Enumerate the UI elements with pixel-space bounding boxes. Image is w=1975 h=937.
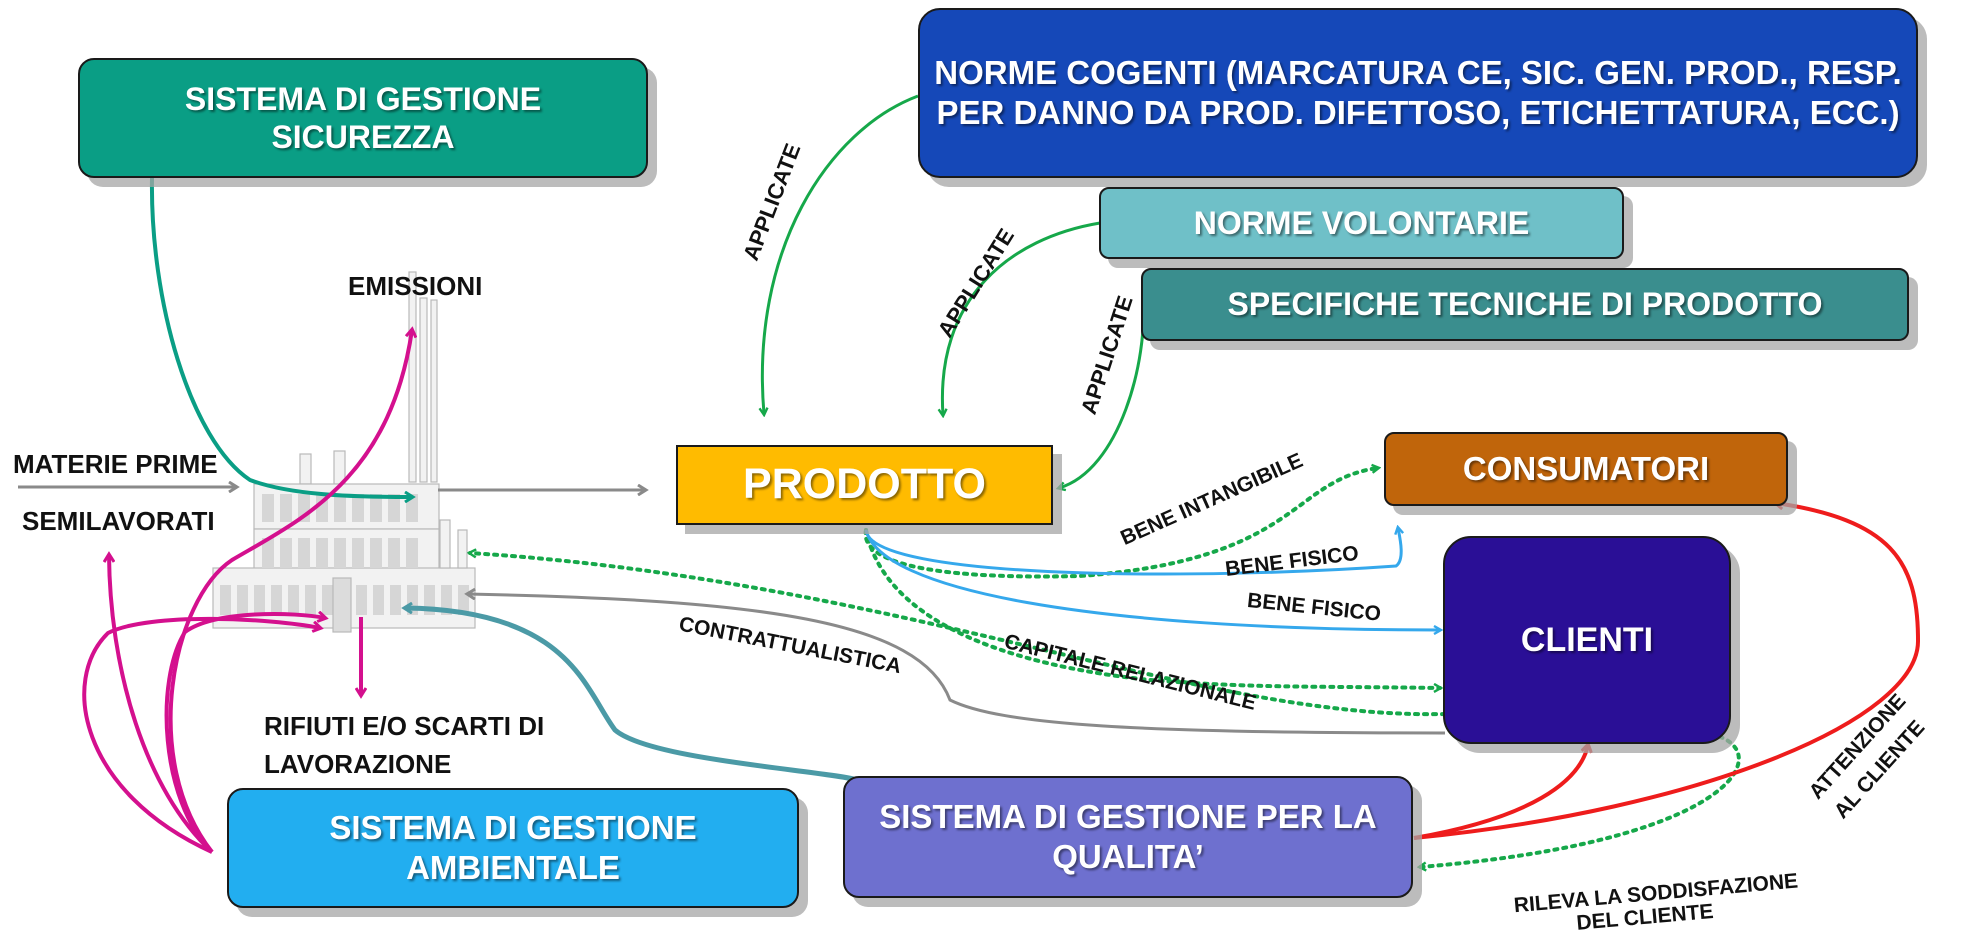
sgq-box: SISTEMA DI GESTIONE PER LA QUALITA’: [843, 776, 1413, 898]
prodotto-box: PRODOTTO: [676, 445, 1053, 525]
specifiche-box: SPECIFICHE TECNICHE DI PRODOTTO: [1141, 268, 1909, 341]
emissioni-label: EMISSIONI: [348, 271, 483, 301]
sga-box: SISTEMA DI GESTIONE AMBIENTALE: [227, 788, 799, 908]
norme-volontarie-box: NORME VOLONTARIE: [1099, 187, 1624, 259]
sgs-text: SISTEMA DI GESTIONE SICUREZZA: [184, 80, 542, 155]
bene-fisico-links: [864, 528, 1440, 630]
norme-volontarie-text: NORME VOLONTARIE: [1193, 204, 1530, 241]
factory-icon: [212, 271, 476, 633]
customer-focus-links: [1413, 503, 1921, 840]
contract-link: [468, 594, 1446, 735]
norme-cogenti-box: NORME COGENTI (MARCATURA CE, SIC. GEN. P…: [918, 8, 1918, 178]
sgs-box: SISTEMA DI GESTIONE SICUREZZA: [78, 58, 648, 178]
consumatori-box: CONSUMATORI: [1384, 432, 1788, 506]
consumatori-text: CONSUMATORI: [1462, 450, 1710, 488]
rifiuti-label-1: RIFIUTI E/O SCARTI DI: [264, 711, 545, 741]
semilavorati-label: SEMILAVORATI: [22, 506, 215, 536]
prodotto-text: PRODOTTO: [743, 460, 986, 509]
rifiuti-label-2: LAVORAZIONE: [264, 749, 452, 779]
sgq-text: SISTEMA DI GESTIONE PER LA QUALITA’: [879, 798, 1377, 875]
quality-link: [405, 608, 859, 783]
norme-cogenti-text: NORME COGENTI (MARCATURA CE, SIC. GEN. P…: [934, 54, 1902, 131]
sga-text: SISTEMA DI GESTIONE AMBIENTALE: [329, 809, 697, 886]
sgs-link: [149, 177, 412, 497]
specifiche-text: SPECIFICHE TECNICHE DI PRODOTTO: [1227, 286, 1823, 323]
clienti-box: CLIENTI: [1443, 536, 1731, 744]
clienti-text: CLIENTI: [1520, 620, 1654, 659]
environment-links: [82, 330, 412, 854]
materie-prime-label: MATERIE PRIME: [13, 449, 218, 479]
